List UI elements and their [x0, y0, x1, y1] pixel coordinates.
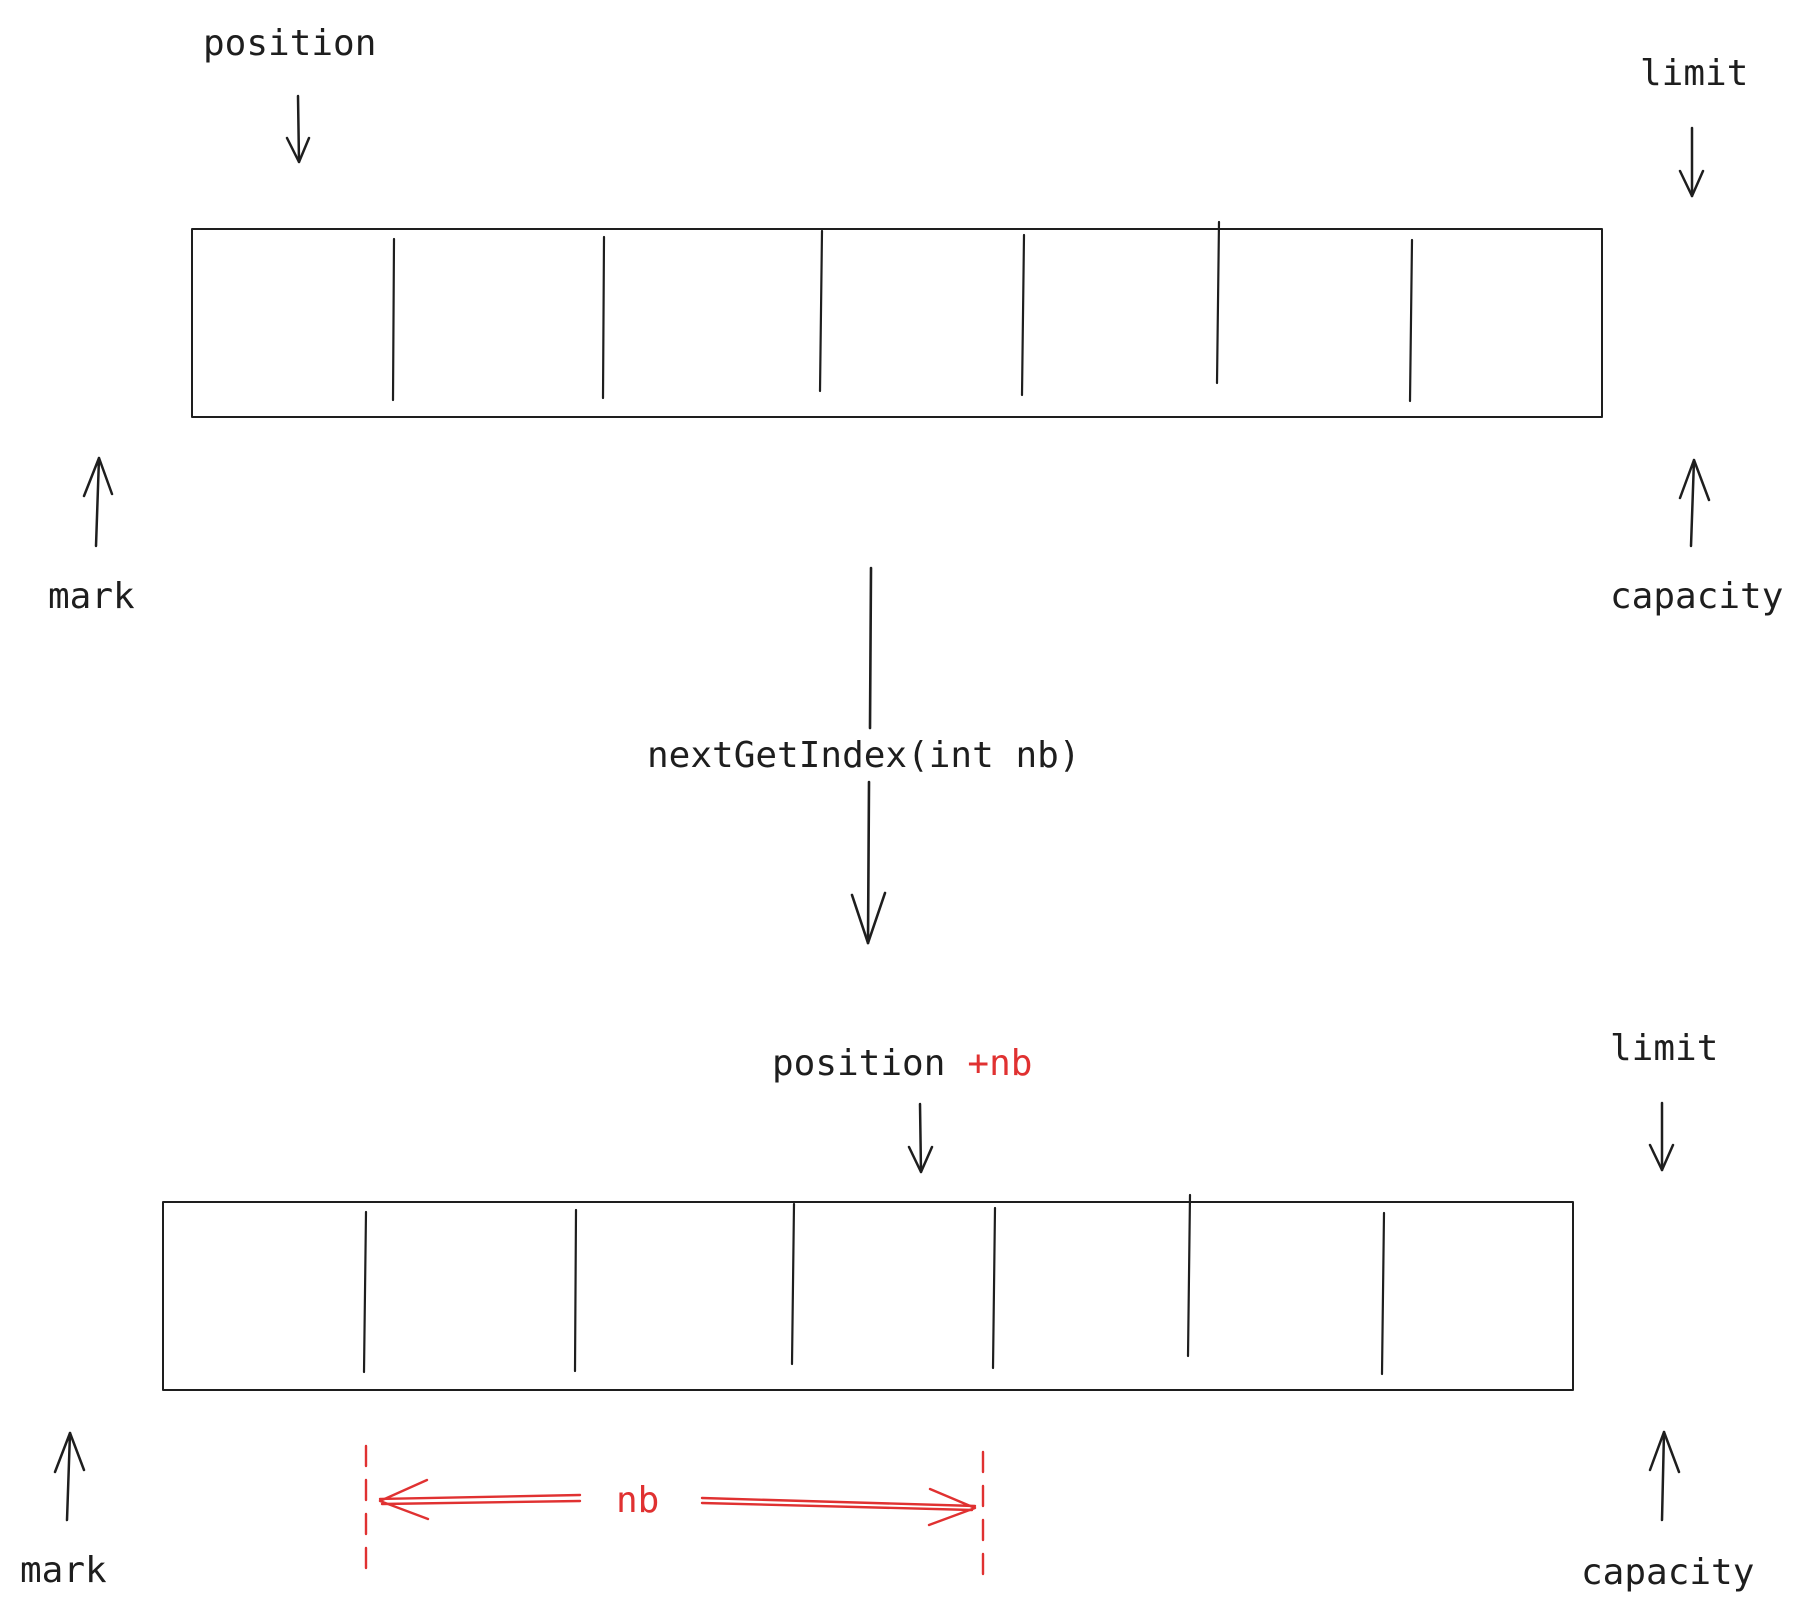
bottom-mark-label: mark	[20, 1550, 107, 1591]
nb-span-label: nb	[616, 1480, 659, 1521]
down-arrow-icon	[1678, 126, 1705, 198]
top-mark-label: mark	[48, 576, 135, 617]
nb-span-indicator: nb	[364, 1444, 985, 1580]
bottom-cell-divider	[790, 1202, 796, 1366]
bottom-capacity-label: capacity	[1581, 1552, 1754, 1593]
bottom-buffer-body	[162, 1201, 1574, 1391]
bottom-buffer	[162, 1193, 1574, 1391]
up-arrow-icon	[1648, 1430, 1681, 1522]
bottom-capacity-marker: capacity	[1581, 1430, 1754, 1593]
top-cell-divider	[1215, 220, 1221, 385]
bottom-limit-label: limit	[1610, 1028, 1718, 1069]
top-capacity-marker: capacity	[1610, 458, 1783, 617]
top-buffer	[191, 220, 1603, 418]
up-arrow-icon	[1678, 458, 1711, 548]
bottom-limit-marker: limit	[1610, 1028, 1718, 1172]
top-cell-divider	[601, 235, 606, 400]
top-capacity-label: capacity	[1610, 576, 1783, 617]
transition-arrow: nextGetIndex(int nb)	[647, 566, 1080, 945]
top-limit-marker: limit	[1640, 53, 1748, 198]
bottom-cell-divider	[991, 1206, 997, 1370]
method-call-label: nextGetIndex(int nb)	[647, 735, 1080, 776]
top-cell-divider	[1020, 233, 1026, 397]
up-arrow-icon	[53, 1431, 86, 1522]
top-position-label: position	[203, 23, 376, 64]
top-cell-divider	[391, 237, 396, 402]
top-mark-marker: mark	[48, 456, 135, 617]
down-arrow-icon	[285, 94, 311, 164]
right-arrow-icon	[700, 1487, 977, 1527]
bottom-cell-divider	[362, 1210, 368, 1374]
bottom-cell-divider	[1186, 1193, 1192, 1358]
bottom-position-marker: position+nb	[772, 1043, 1032, 1174]
top-buffer-body	[191, 228, 1603, 418]
bottom-position-label: position+nb	[772, 1043, 1032, 1084]
top-cell-divider	[1408, 238, 1414, 403]
bottom-cell-divider	[573, 1208, 578, 1373]
top-limit-label: limit	[1640, 53, 1748, 94]
left-arrow-icon	[378, 1478, 582, 1521]
down-arrow-icon	[907, 1102, 934, 1174]
bottom-cell-divider	[1380, 1211, 1386, 1376]
top-position-marker: position	[203, 23, 376, 164]
bottom-mark-marker: mark	[20, 1431, 107, 1591]
top-cell-divider	[818, 229, 824, 393]
down-arrow-icon	[1648, 1101, 1675, 1172]
up-arrow-icon	[82, 456, 114, 548]
position-increment: +nb	[967, 1043, 1032, 1084]
